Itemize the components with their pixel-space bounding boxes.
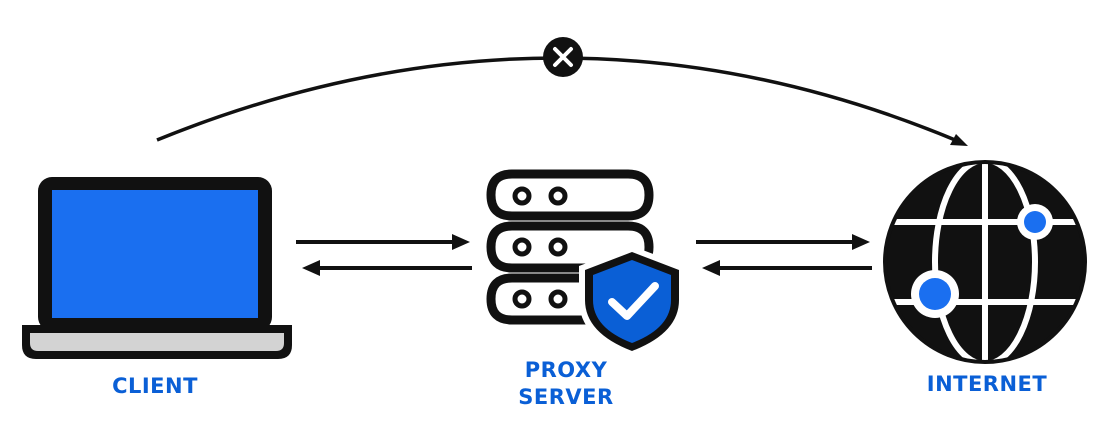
proxy-label-line2: SERVER [518,385,613,409]
client-proxy-arrows [296,234,472,276]
shield-check-icon [579,246,685,358]
laptop-icon [22,177,292,359]
server-unit [486,169,654,221]
arrow-left [302,260,472,276]
x-circle-icon [543,37,583,77]
globe-node [911,270,959,318]
internet-label: INTERNET [927,372,1048,396]
globe-icon [883,160,1087,364]
globe-node [1017,204,1053,240]
client-label: CLIENT [112,374,198,398]
arrow-right [296,234,470,250]
direct-arc-arrowhead [950,134,968,146]
proxy-label-line1: PROXY [525,358,608,382]
arrow-left [702,260,872,276]
arrow-right [696,234,870,250]
proxy-internet-arrows [696,234,872,276]
